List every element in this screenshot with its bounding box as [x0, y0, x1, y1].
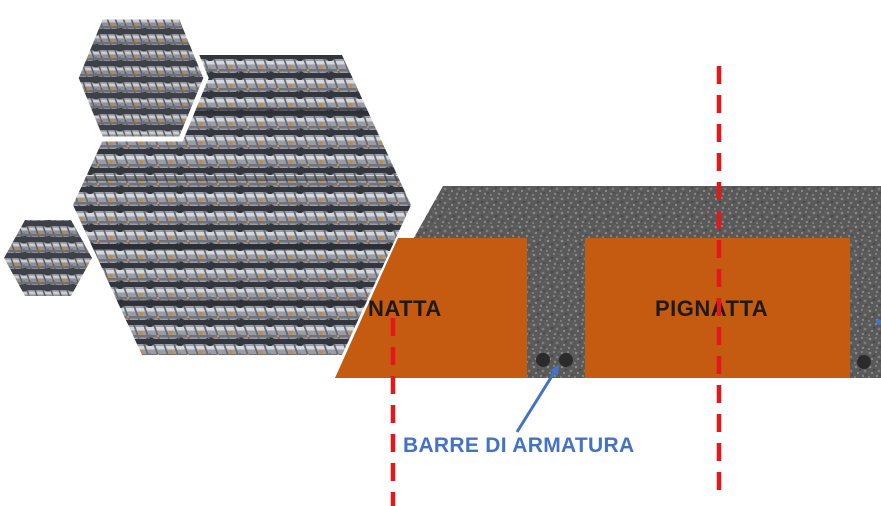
rebar-bar	[559, 353, 573, 367]
block-label-right: PIGNATTA	[655, 296, 768, 321]
callout-arrow	[515, 364, 560, 433]
block-label-left: NATTA	[368, 296, 442, 321]
hollow-block-left	[335, 238, 527, 378]
rebar-bar	[536, 353, 550, 367]
callout-label: BARRE DI ARMATURA	[403, 434, 634, 457]
hexagon-frame	[73, 14, 209, 142]
slab-section: NATTA PIGNATTA	[335, 186, 881, 378]
section-lines	[390, 66, 722, 506]
rebar-bundle-photo	[4, 14, 411, 355]
rebar-callout: BARRE DI ARMATURA	[403, 364, 634, 457]
rebar-bar	[857, 355, 871, 369]
callout-dot-partial	[876, 319, 881, 325]
